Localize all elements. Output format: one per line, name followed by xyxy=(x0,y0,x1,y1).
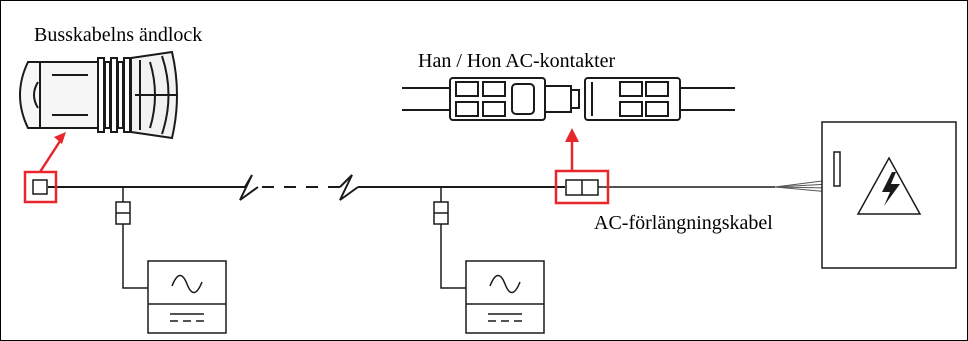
branch-connector-2 xyxy=(433,187,466,289)
bus-cable xyxy=(48,174,775,201)
end-cap-arrow xyxy=(38,137,64,173)
ac-connectors-illustration xyxy=(402,77,735,121)
ac-extension-connector xyxy=(565,179,599,196)
end-cap-illustration xyxy=(19,50,178,140)
inverter-1 xyxy=(147,260,227,334)
ac-extension-highlight xyxy=(554,169,610,205)
connectors-label: Han / Hon AC-kontakter xyxy=(418,50,616,72)
extension-cable-label: AC-förlängningskabel xyxy=(594,212,773,234)
connector-arrowhead xyxy=(565,128,579,142)
end-cap-box xyxy=(32,179,48,195)
inverter-2 xyxy=(465,260,545,334)
cabinet-cable xyxy=(774,179,831,193)
end-cap-arrowhead xyxy=(54,132,66,144)
distribution-cabinet xyxy=(821,121,957,269)
branch-connector-1 xyxy=(115,187,148,289)
highlights xyxy=(23,137,610,205)
end-cap-label: Busskabelns ändlock xyxy=(34,24,203,46)
